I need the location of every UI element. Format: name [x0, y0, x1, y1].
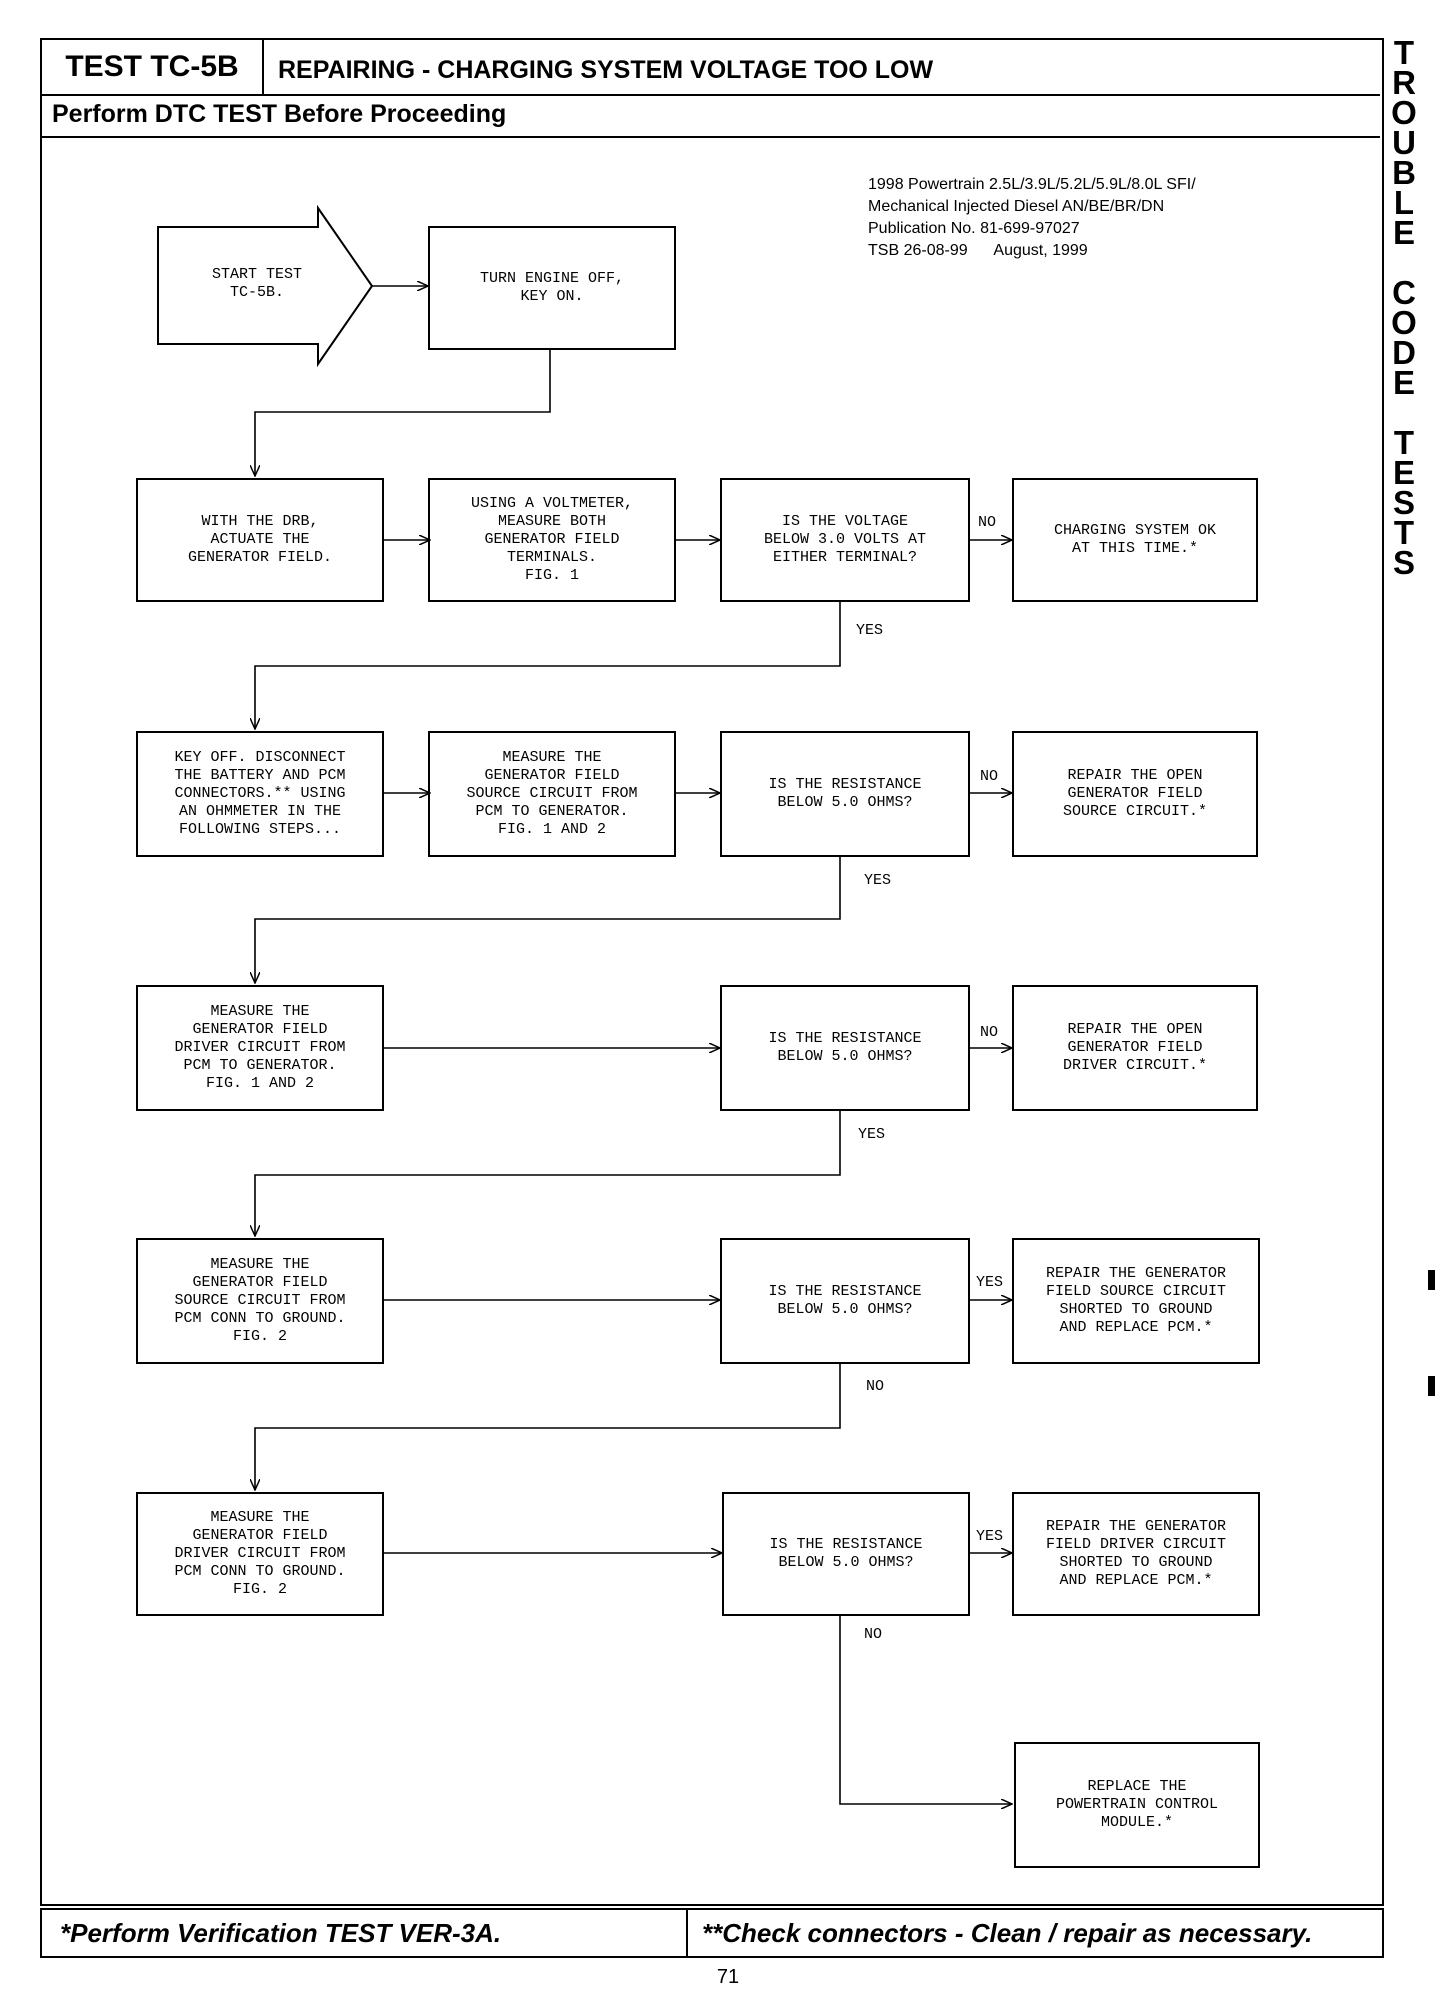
side-letter: E — [1392, 364, 1415, 401]
page-title: REPAIRING - CHARGING SYSTEM VOLTAGE TOO … — [278, 56, 934, 84]
header-row — [40, 38, 1380, 96]
side-letter: E — [1392, 214, 1415, 251]
side-letter: T — [1393, 514, 1415, 551]
system-ok-box: CHARGING SYSTEM OK AT THIS TIME.* — [1012, 478, 1258, 602]
subheader-row — [40, 94, 1380, 138]
no-label: NO — [864, 1626, 883, 1643]
margin-mark — [1428, 1270, 1435, 1290]
yes-label: YES — [976, 1274, 1004, 1291]
side-letter: T — [1393, 34, 1415, 71]
resistance-question-box: IS THE RESISTANCE BELOW 5.0 OHMS? — [720, 731, 970, 857]
yes-label: YES — [864, 872, 892, 889]
publication-info: 1998 Powertrain 2.5L/3.9L/5.2L/5.9L/8.0L… — [868, 176, 1196, 259]
start-test-label: START TEST TC-5B. — [211, 266, 302, 301]
voltage-question-box: IS THE VOLTAGE BELOW 3.0 VOLTS AT EITHER… — [720, 478, 970, 602]
page-frame — [40, 38, 1384, 1906]
margin-mark — [1428, 1376, 1435, 1396]
side-letter: R — [1392, 64, 1416, 101]
start-arrow-shape — [157, 204, 374, 368]
no-label: NO — [978, 514, 997, 531]
voltmeter-box: USING A VOLTMETER, MEASURE BOTH GENERATO… — [428, 478, 676, 602]
replace-pcm-box: REPLACE THE POWERTRAIN CONTROL MODULE.* — [1014, 1742, 1260, 1868]
no-label: NO — [866, 1378, 885, 1395]
side-letter: C — [1392, 274, 1416, 311]
subtitle: Perform DTC TEST Before Proceeding — [52, 100, 507, 128]
measure-source-ground-box: MEASURE THE GENERATOR FIELD SOURCE CIRCU… — [136, 1238, 384, 1364]
repair-source-open-box: REPAIR THE OPEN GENERATOR FIELD SOURCE C… — [1012, 731, 1258, 857]
yes-label: YES — [856, 622, 884, 639]
side-letter: E — [1392, 454, 1415, 491]
side-letter: L — [1393, 184, 1415, 221]
page-number: 71 — [716, 1966, 740, 1988]
no-label: NO — [980, 1024, 999, 1041]
key-off-box: KEY OFF. DISCONNECT THE BATTERY AND PCM … — [136, 731, 384, 857]
measure-source-box: MEASURE THE GENERATOR FIELD SOURCE CIRCU… — [428, 731, 676, 857]
resistance-question-box: IS THE RESISTANCE BELOW 5.0 OHMS? — [720, 985, 970, 1111]
actuate-field-box: WITH THE DRB, ACTUATE THE GENERATOR FIEL… — [136, 478, 384, 602]
side-letter: S — [1392, 544, 1415, 581]
resistance-question-box: IS THE RESISTANCE BELOW 5.0 OHMS? — [720, 1238, 970, 1364]
side-letter: B — [1392, 154, 1416, 191]
measure-driver-ground-box: MEASURE THE GENERATOR FIELD DRIVER CIRCU… — [136, 1492, 384, 1616]
repair-driver-short-box: REPAIR THE GENERATOR FIELD DRIVER CIRCUI… — [1012, 1492, 1260, 1616]
footer — [40, 1908, 1384, 1958]
repair-driver-open-box: REPAIR THE OPEN GENERATOR FIELD DRIVER C… — [1012, 985, 1258, 1111]
footer-note-right: **Check connectors - Clean / repair as n… — [702, 1918, 1313, 1948]
side-letter: O — [1391, 304, 1417, 341]
test-id: TEST TC-5B — [42, 40, 264, 94]
resistance-question-box: IS THE RESISTANCE BELOW 5.0 OHMS? — [722, 1492, 970, 1616]
no-label: NO — [980, 768, 999, 785]
footer-divider — [686, 1908, 688, 1956]
yes-label: YES — [858, 1126, 886, 1143]
side-letter: O — [1391, 94, 1417, 131]
footer-note-left: *Perform Verification TEST VER-3A. — [60, 1918, 502, 1948]
side-letter: S — [1392, 484, 1415, 521]
turn-engine-off-box: TURN ENGINE OFF, KEY ON. — [428, 226, 676, 350]
repair-source-short-box: REPAIR THE GENERATOR FIELD SOURCE CIRCUI… — [1012, 1238, 1260, 1364]
side-title: T R O U B L E C O D E T E S T S — [1384, 34, 1424, 581]
measure-driver-box: MEASURE THE GENERATOR FIELD DRIVER CIRCU… — [136, 985, 384, 1111]
side-letter: T — [1393, 424, 1415, 461]
side-letter: U — [1392, 124, 1416, 161]
yes-label: YES — [976, 1528, 1004, 1545]
side-letter: D — [1392, 334, 1416, 371]
